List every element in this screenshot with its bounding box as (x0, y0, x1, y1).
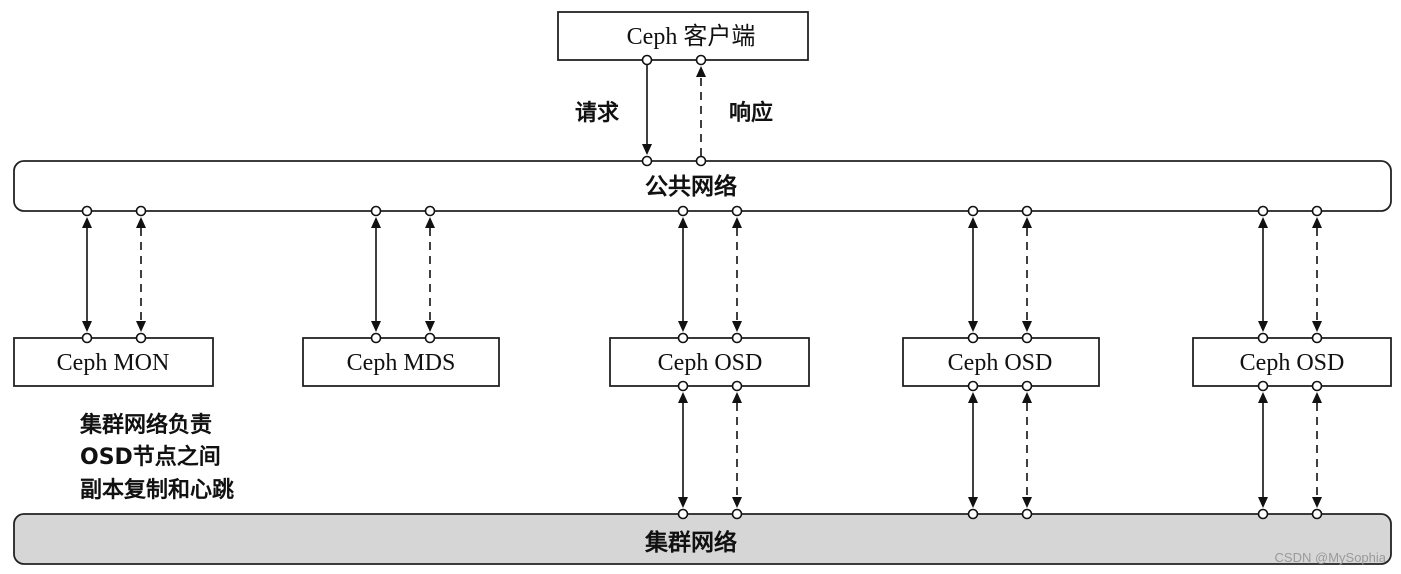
arrow-head-up (1258, 217, 1268, 228)
arrow-head-down (1022, 321, 1032, 332)
connection-port (677, 380, 689, 392)
node-label: Ceph OSD (658, 350, 763, 376)
arrow-head-up (425, 217, 435, 228)
connection-port (967, 380, 979, 392)
node-label: Ceph OSD (1240, 350, 1345, 376)
arrow-head-down (732, 321, 742, 332)
connectors (81, 54, 1323, 520)
arrow-head-down (425, 321, 435, 332)
connection-port (677, 332, 689, 344)
connection-port (1257, 380, 1269, 392)
connection-port (1311, 332, 1323, 344)
arrow-head-up (1312, 392, 1322, 403)
arrow-head-up (371, 217, 381, 228)
note-line-2: OSD节点之间 (80, 444, 221, 470)
connection-port (424, 205, 436, 217)
note-line-1: 集群网络负责 (79, 412, 212, 438)
connection-port (677, 205, 689, 217)
connection-port (135, 332, 147, 344)
arrow-head-down (968, 321, 978, 332)
arrow-head-up (1022, 392, 1032, 403)
connection-port (677, 508, 689, 520)
connection-port (641, 155, 653, 167)
connection-port (1021, 380, 1033, 392)
connection-port (1311, 205, 1323, 217)
connection-port (1257, 508, 1269, 520)
connection-port (424, 332, 436, 344)
connection-port (81, 332, 93, 344)
connection-port (641, 54, 653, 66)
connection-port (370, 205, 382, 217)
connection-port (1311, 380, 1323, 392)
arrow-head-down (642, 144, 652, 155)
connection-port (370, 332, 382, 344)
arrow-head-up (1312, 217, 1322, 228)
arrow-head-down (1258, 321, 1268, 332)
connection-port (1311, 508, 1323, 520)
connection-port (1021, 205, 1033, 217)
arrow-head-up (136, 217, 146, 228)
public-network-bus: 公共网络 (13, 160, 1392, 212)
connection-port (81, 205, 93, 217)
node-box-osd-3: Ceph OSD (1192, 337, 1392, 387)
connection-port (135, 205, 147, 217)
arrow-head-up (968, 217, 978, 228)
arrow-head-down (732, 497, 742, 508)
arrow-head-down (678, 321, 688, 332)
arrow-head-down (136, 321, 146, 332)
arrow-head-up (678, 217, 688, 228)
connection-port (967, 205, 979, 217)
client-node: Ceph 客户端 (557, 11, 809, 61)
arrow-head-up (732, 217, 742, 228)
connection-port (1257, 205, 1269, 217)
arrow-head-down (678, 497, 688, 508)
node-box-mds: Ceph MDS (302, 337, 500, 387)
arrow-head-up (82, 217, 92, 228)
connection-port (1021, 508, 1033, 520)
client-label: Ceph 客户端 (627, 23, 756, 50)
arrow-head-down (968, 497, 978, 508)
arrow-head-down (1312, 497, 1322, 508)
connection-port (695, 54, 707, 66)
connection-port (695, 155, 707, 167)
connection-port (731, 380, 743, 392)
arrow-head-down (371, 321, 381, 332)
watermark: CSDN @MySophia (1275, 550, 1387, 565)
cluster-network-bus: 集群网络 (13, 513, 1392, 565)
arrow-head-up (1022, 217, 1032, 228)
connection-port (1021, 332, 1033, 344)
arrow-head-up (678, 392, 688, 403)
connection-port (731, 508, 743, 520)
arrow-head-up (1258, 392, 1268, 403)
connection-port (1257, 332, 1269, 344)
cluster-network-label: 集群网络 (644, 529, 737, 556)
connection-port (967, 508, 979, 520)
arrow-head-down (1258, 497, 1268, 508)
node-label: Ceph MON (57, 350, 170, 376)
connection-port (731, 332, 743, 344)
node-label: Ceph MDS (347, 350, 456, 376)
connection-port (967, 332, 979, 344)
response-label: 响应 (729, 100, 773, 126)
arrow-head-up (732, 392, 742, 403)
node-box-mon: Ceph MON (13, 337, 214, 387)
note-line-3: 副本复制和心跳 (80, 477, 234, 503)
arrow-head-down (1022, 497, 1032, 508)
request-label: 请求 (575, 100, 619, 126)
arrow-head-up (968, 392, 978, 403)
connection-port (731, 205, 743, 217)
arrow-head-up (696, 66, 706, 77)
arrow-head-down (82, 321, 92, 332)
arrow-head-down (1312, 321, 1322, 332)
node-box-osd-2: Ceph OSD (902, 337, 1100, 387)
node-label: Ceph OSD (948, 350, 1053, 376)
cluster-network-note: 集群网络负责 OSD节点之间 副本复制和心跳 (79, 412, 234, 503)
public-network-label: 公共网络 (645, 173, 737, 200)
node-box-osd-1: Ceph OSD (609, 337, 810, 387)
